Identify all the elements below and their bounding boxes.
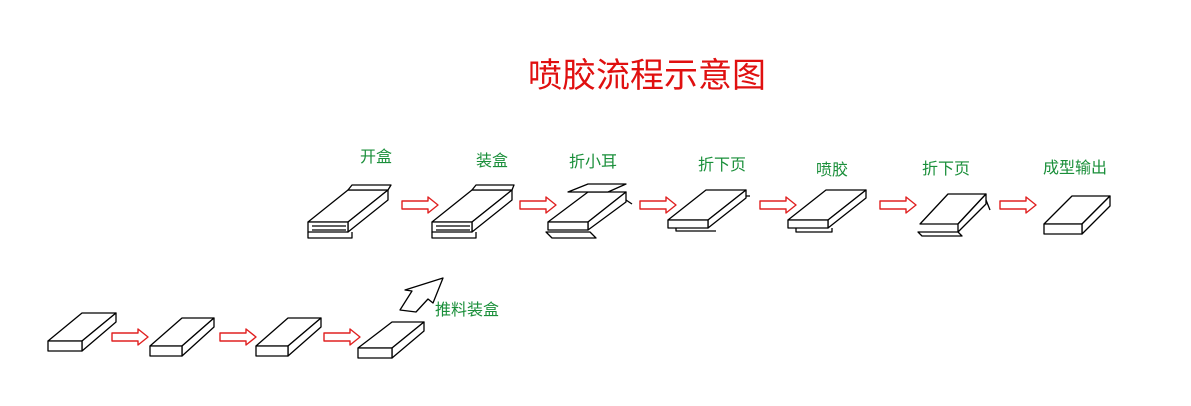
step-label-fold-bottom-page-2: 折下页 xyxy=(922,159,971,178)
push-arrow-icon xyxy=(399,277,444,313)
stage-fold-bottom-page-1 xyxy=(667,189,750,232)
feed-box-3 xyxy=(255,317,322,357)
feed-box-2 xyxy=(149,317,215,357)
step-label-glue-spray: 喷胶 xyxy=(816,160,849,179)
step-label-fold-small-ears: 折小耳 xyxy=(569,152,618,171)
feed-box-1 xyxy=(47,312,117,352)
feed-label: 推料装盒 xyxy=(435,300,500,319)
step-label-finished-output: 成型输出 xyxy=(1043,158,1108,177)
stage-open-box xyxy=(307,184,392,239)
feed-box-4 xyxy=(357,321,425,359)
stage-finished-output xyxy=(1043,195,1111,235)
flow-arrow-icon xyxy=(519,196,557,214)
flow-arrow-icon xyxy=(879,196,917,214)
flow-arrow-icon xyxy=(999,196,1037,214)
flow-arrow-icon xyxy=(759,196,797,214)
stage-fold-small-ears xyxy=(545,183,633,239)
step-label-load-box: 装盒 xyxy=(476,151,509,170)
flow-arrow-icon xyxy=(111,328,149,346)
stage-fold-bottom-page-2 xyxy=(917,193,991,237)
stage-load-box xyxy=(431,184,515,239)
step-label-open-box: 开盒 xyxy=(360,147,393,166)
diagram-title: 喷胶流程示意图 xyxy=(528,56,766,96)
flow-arrow-icon xyxy=(401,196,439,214)
flow-arrow-icon xyxy=(639,196,677,214)
flow-arrow-icon xyxy=(323,328,361,346)
stage-glue-spray xyxy=(787,189,867,233)
flow-arrow-icon xyxy=(219,328,257,346)
step-label-fold-bottom-page-1: 折下页 xyxy=(698,155,747,174)
